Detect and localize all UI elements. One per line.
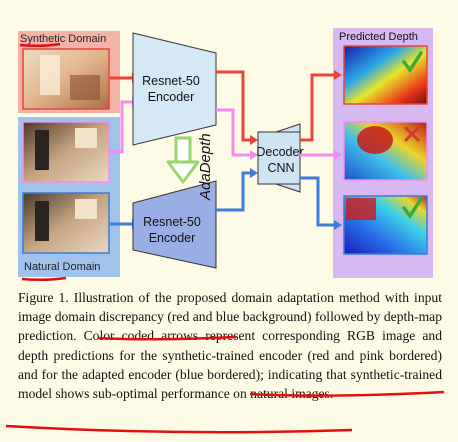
encoder-top-label-2: Encoder bbox=[148, 90, 195, 104]
method-figure: Synthetic Domain Natural Domain Resnet-5… bbox=[18, 28, 433, 282]
figure-caption: Figure 1. Illustration of the proposed d… bbox=[18, 288, 442, 403]
synthetic-domain-underline bbox=[19, 42, 61, 48]
encoder-bottom-label-2: Encoder bbox=[149, 231, 196, 245]
cross-icon bbox=[404, 126, 420, 142]
encoder-top bbox=[132, 32, 217, 146]
check-icon bbox=[402, 51, 423, 74]
adadepth-arrow-shaft bbox=[174, 136, 192, 166]
red-arrow-encoder-to-decoder bbox=[216, 70, 250, 142]
underline-sub-optimal-performance bbox=[5, 424, 353, 434]
encoder-bottom bbox=[132, 180, 217, 269]
underline-depth-map-prediction bbox=[97, 335, 237, 341]
pink-arrow-natural-to-encoder bbox=[110, 100, 132, 154]
blue-arrow-decoder-to-prediction bbox=[300, 176, 334, 227]
caption-text: Figure 1. Illustration of the proposed d… bbox=[18, 290, 442, 402]
adadepth-label: AdaDepth bbox=[197, 133, 214, 201]
underline-synthetic-trained-model bbox=[249, 390, 445, 397]
decoder-label-2: CNN bbox=[267, 161, 294, 175]
encoder-top-label-1: Resnet-50 bbox=[142, 74, 200, 88]
predicted-depth-label: Predicted Depth bbox=[339, 31, 418, 43]
synthetic-domain-label: Synthetic Domain bbox=[20, 33, 106, 45]
caption-annotations bbox=[5, 335, 445, 434]
encoder-bottom-label-1: Resnet-50 bbox=[143, 215, 201, 229]
pink-arrow-encoder-to-decoder bbox=[216, 108, 250, 157]
natural-domain-label: Natural Domain bbox=[24, 261, 100, 273]
red-arrow-decoder-to-prediction bbox=[300, 73, 334, 142]
natural-domain-underline bbox=[21, 276, 67, 282]
adadepth-arrow-head bbox=[166, 160, 200, 184]
depth-map-1 bbox=[343, 45, 428, 105]
blue-arrow-encoder-to-decoder bbox=[216, 171, 250, 212]
check-icon bbox=[402, 197, 423, 220]
decoder-label-1: Decoder bbox=[256, 145, 303, 159]
